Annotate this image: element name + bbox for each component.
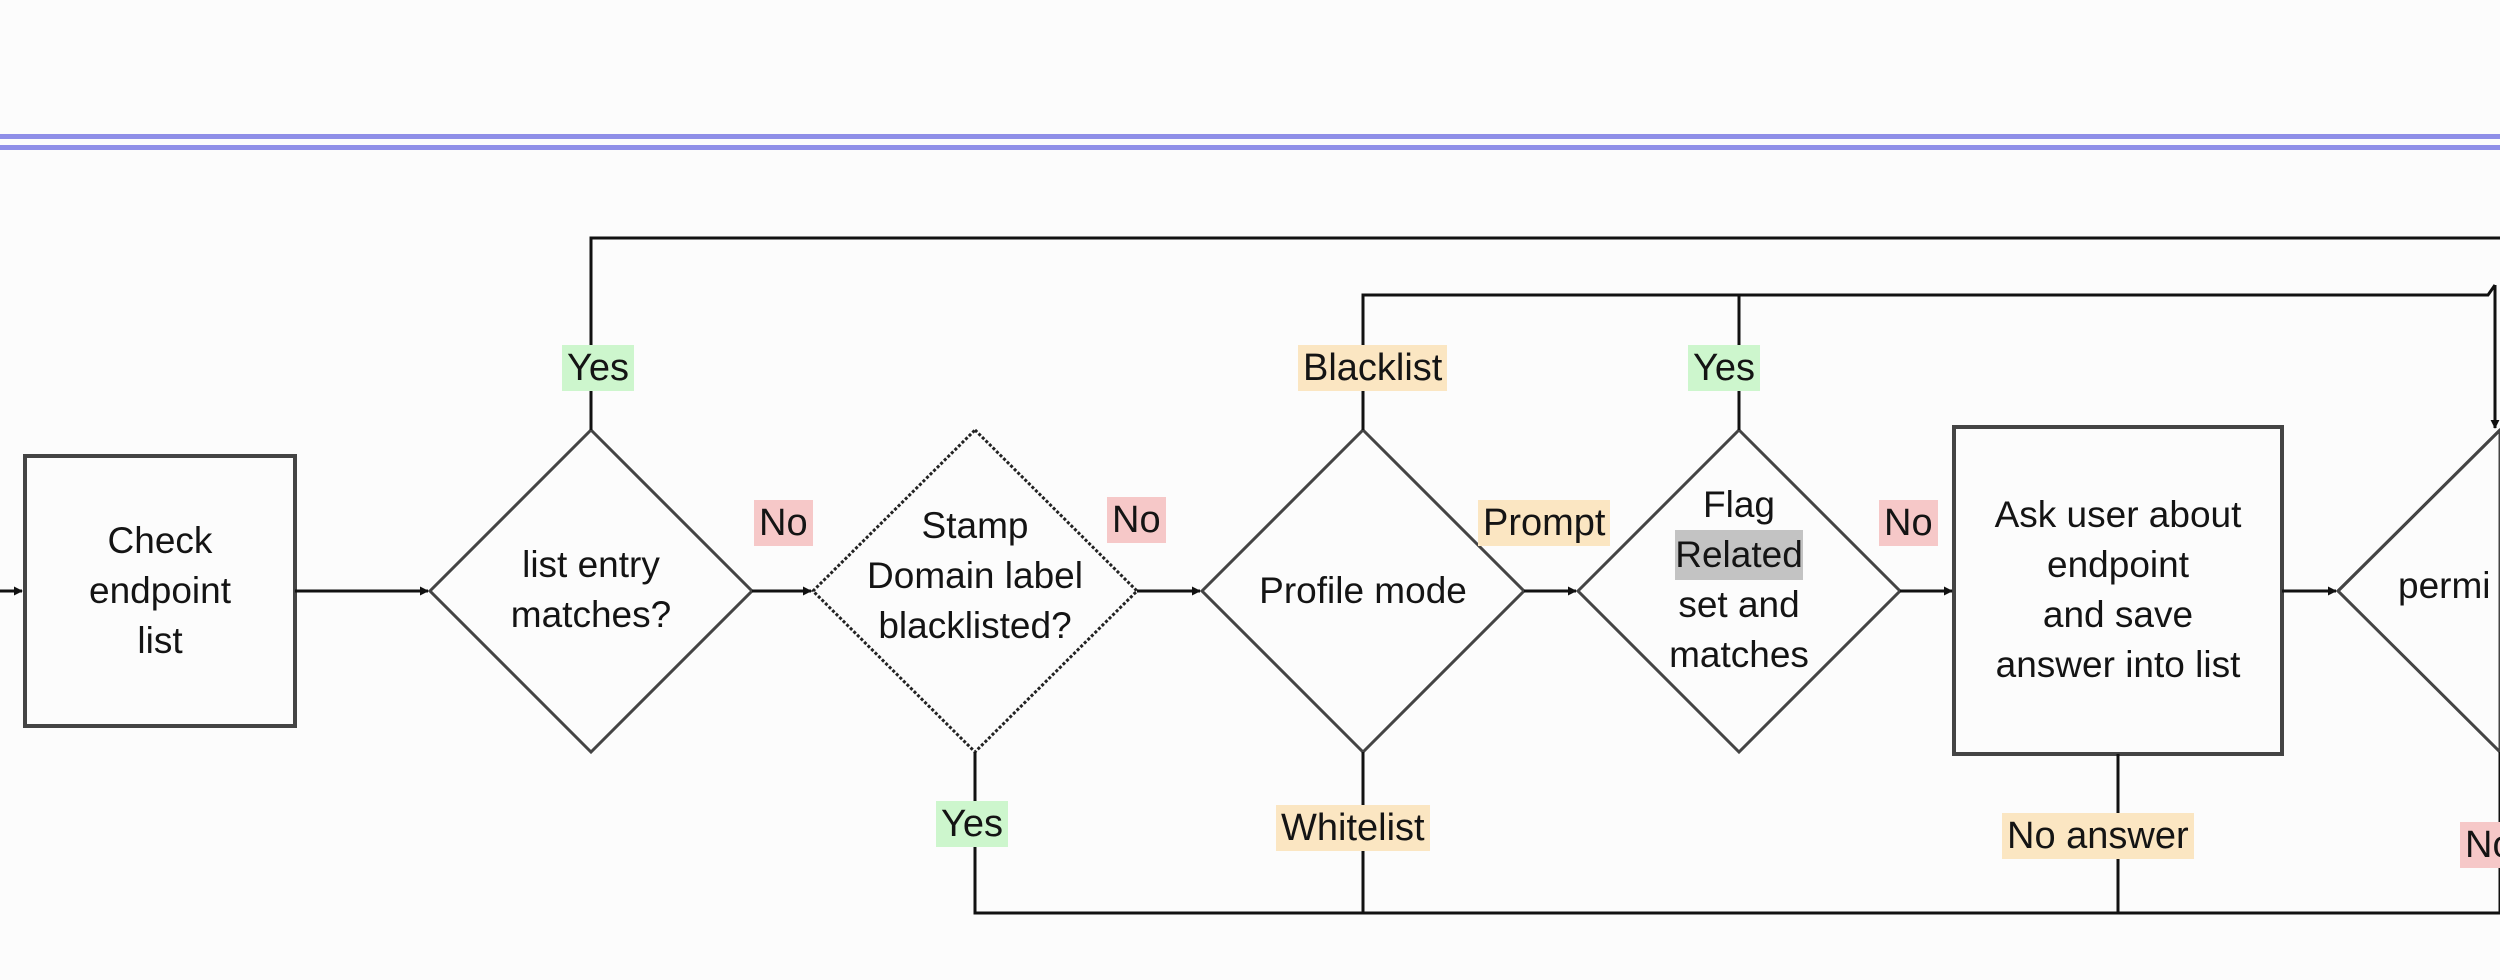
ask-line-4: answer into list: [1995, 644, 2241, 685]
matches-yes-tag: Yes: [562, 345, 634, 391]
stamp-yes-route: [973, 752, 2500, 915]
stamp-text: Stamp Domain label blacklisted?: [835, 501, 1115, 651]
ask-user-text: Ask user about endpoint and save answer …: [1954, 490, 2282, 690]
stamp-line-3: blacklisted?: [878, 605, 1072, 646]
matches-yes-route: [589, 236, 2500, 430]
stamp-no-tag: No: [1107, 497, 1166, 543]
permit-diamond-top-edge: [2336, 428, 2500, 593]
permit-text: permi: [2398, 561, 2500, 621]
profile-blacklist-route: [1361, 284, 2497, 430]
matches-text: list entry matches?: [461, 530, 721, 650]
check-endpoint-text: Check endpoint list: [25, 456, 295, 726]
flag-line-3: set and: [1678, 584, 1800, 625]
permit-no-tag-clip: No: [2460, 822, 2500, 872]
check-line-2: endpoint: [89, 570, 231, 611]
ask-no-answer-tag: No answer: [2002, 813, 2194, 859]
header-rule-bottom: [0, 145, 2500, 150]
profile-prompt-tag: Prompt: [1478, 500, 1611, 546]
flag-line-4: matches: [1669, 634, 1809, 675]
permit-no-tag: No: [2460, 822, 2500, 868]
ask-line-2: endpoint: [2047, 544, 2189, 585]
permit-line-1: permi: [2398, 565, 2491, 606]
stamp-line-1: Stamp: [921, 505, 1029, 546]
check-line-3: list: [137, 620, 183, 661]
profile-blacklist-tag: Blacklist: [1298, 345, 1448, 391]
matches-no-tag: No: [754, 500, 813, 546]
profile-line-1: Profile mode: [1259, 570, 1467, 611]
ask-line-1: Ask user about: [1994, 494, 2242, 535]
flag-text: Flag Related set and matches: [1619, 480, 1859, 680]
header-rule-top: [0, 134, 2500, 139]
matches-line-2: matches?: [510, 594, 672, 635]
flag-related-highlight: Related: [1675, 530, 1803, 580]
profile-text: Profile mode: [1233, 561, 1493, 621]
flag-diamond: [1575, 427, 1903, 755]
flag-yes-tag: Yes: [1688, 345, 1760, 391]
profile-whitelist-tag: Whitelist: [1276, 805, 1430, 851]
stamp-line-2: Domain label: [867, 555, 1083, 596]
check-line-1: Check: [107, 520, 213, 561]
stamp-yes-tag: Yes: [936, 801, 1008, 847]
matches-line-1: list entry: [522, 544, 660, 585]
flag-line-1: Flag: [1703, 484, 1775, 525]
ask-line-3: and save: [2042, 594, 2194, 635]
matches-diamond: [427, 427, 755, 755]
flag-no-tag: No: [1879, 500, 1938, 546]
